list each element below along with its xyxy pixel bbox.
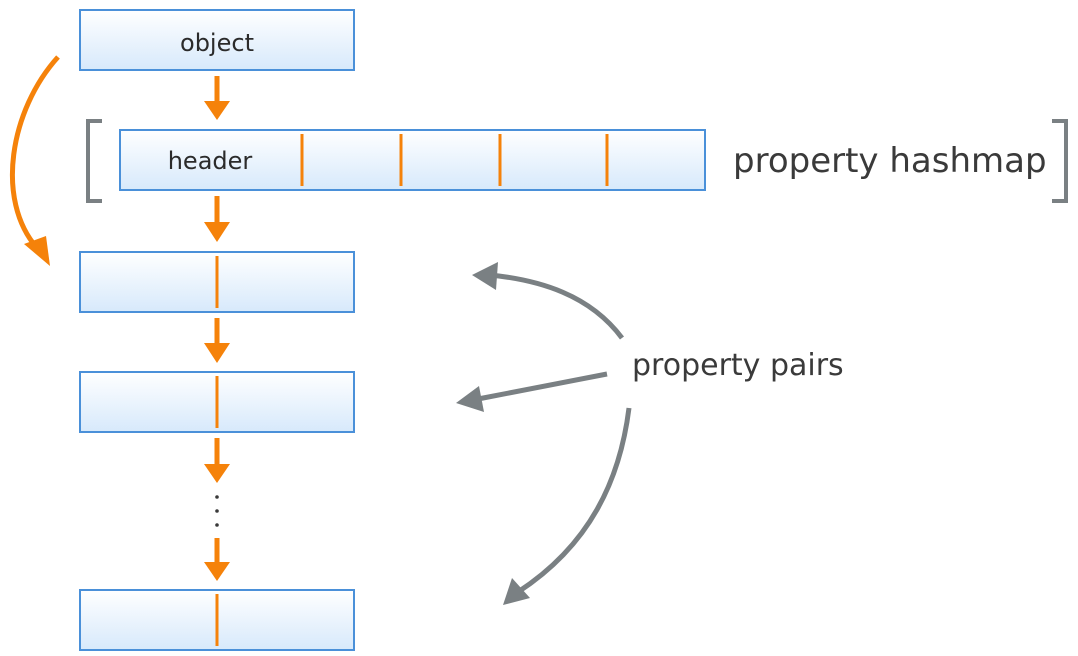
gray-arrow-to-pair-2 [456, 371, 608, 412]
property-pair-box [79, 371, 355, 433]
hashmap-left-bracket [86, 119, 102, 203]
property-pair-box [79, 251, 355, 313]
arrow-header-to-pair [204, 196, 230, 242]
hashmap-box: header [119, 129, 706, 191]
object-box: object [79, 9, 355, 71]
arrow-pair-to-pair [204, 318, 230, 363]
hashmap-right-bracket [1052, 119, 1068, 203]
property-pairs-label: property pairs [632, 348, 844, 383]
vertical-ellipsis [215, 495, 219, 527]
curved-skip-arrow [10, 55, 60, 266]
arrow-object-to-header [204, 76, 230, 120]
arrow-ellipsis-to-pair [204, 538, 230, 581]
gray-arrow-to-pair-last [503, 407, 632, 605]
arrow-pair-to-ellipsis [204, 438, 230, 483]
gray-arrow-to-pair-1 [472, 262, 625, 340]
property-pair-box-last [79, 589, 355, 651]
property-hashmap-label: property hashmap [733, 141, 1047, 181]
object-label: object [180, 29, 254, 57]
header-label: header [168, 147, 253, 175]
